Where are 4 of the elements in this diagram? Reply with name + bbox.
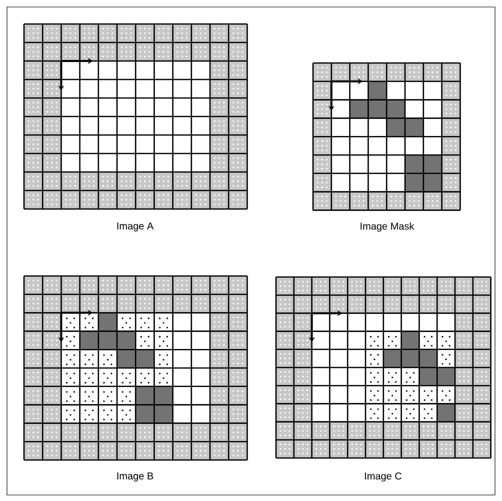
image-caption: Image C <box>365 472 402 482</box>
image-caption: Image B <box>117 472 154 482</box>
image-caption: Image Mask <box>360 222 414 232</box>
image-caption: Image A <box>117 222 154 232</box>
